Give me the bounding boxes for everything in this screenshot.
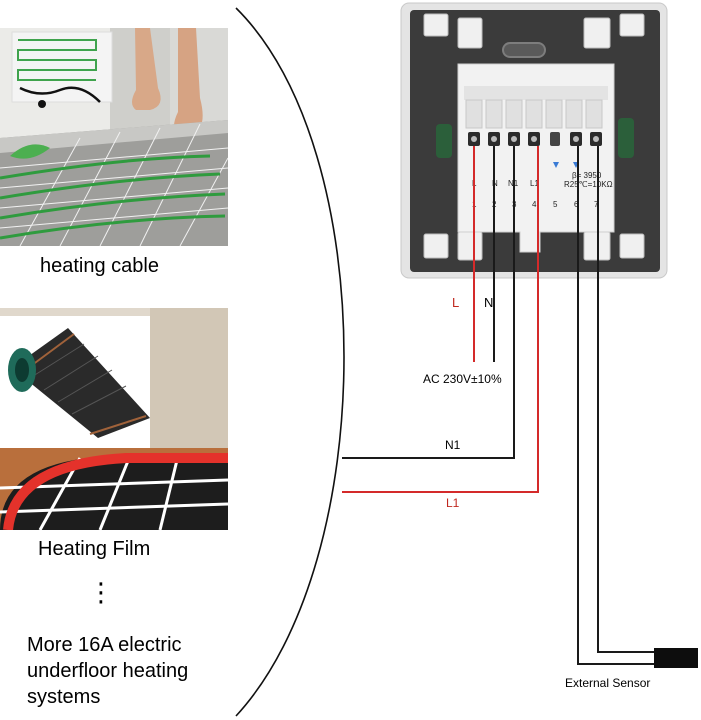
ellipsis: ⋮ [88, 578, 114, 608]
wire-l1 [342, 146, 539, 493]
terminal-number: 4 [532, 200, 537, 209]
grouping-arc [235, 7, 345, 717]
wire-n1 [342, 146, 515, 459]
more-systems-line: systems [27, 686, 101, 708]
heating-film-photo [0, 308, 228, 530]
more-systems-line: underfloor heating [27, 660, 189, 682]
heating-cable-label: heating cable [40, 255, 159, 277]
external-sensor-probe [654, 648, 698, 668]
terminal-number: 7 [594, 200, 599, 209]
label-external-sensor: External Sensor [565, 676, 651, 690]
sensor-info-beta: β= 3950 [572, 171, 602, 180]
heating-film-illustration [0, 308, 228, 530]
terminal-number: 5 [553, 200, 558, 209]
label-n1: N1 [445, 438, 461, 452]
label-n: N [484, 295, 494, 310]
sensor-info-resistance: R25℃=10KΩ [564, 180, 613, 189]
heating-film-label: Heating Film [38, 538, 151, 560]
label-l: L [452, 295, 460, 310]
heating-cable-photo [0, 28, 228, 246]
wire-sensor-b [597, 146, 654, 653]
terminal-number: 6 [574, 200, 579, 209]
terminal-label: L1 [530, 179, 539, 188]
more-systems-line: More 16A electric [27, 634, 182, 656]
label-l1: L1 [446, 496, 460, 510]
thermostat-back [400, 2, 668, 279]
wire-sensor-a [577, 146, 654, 665]
label-supply: AC 230V±10% [423, 372, 502, 386]
heating-cable-illustration [0, 28, 228, 246]
more-systems-text: More 16A electric underfloor heating sys… [27, 632, 188, 710]
